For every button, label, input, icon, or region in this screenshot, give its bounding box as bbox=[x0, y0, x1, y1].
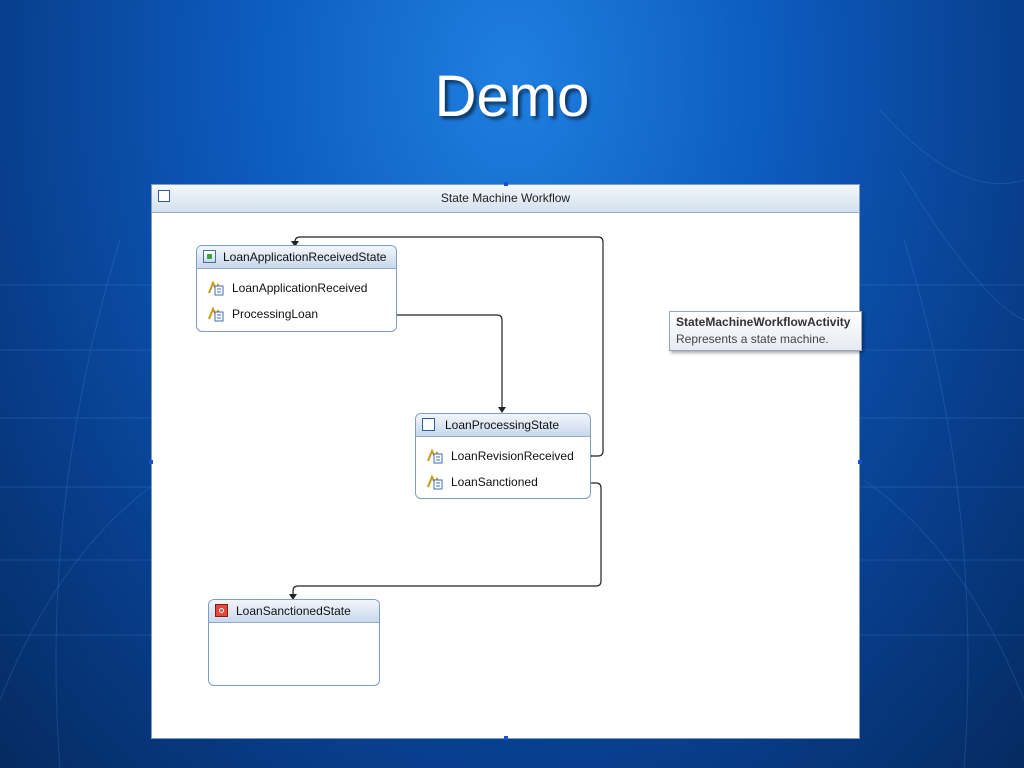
event-driven-icon bbox=[427, 448, 443, 464]
state-loan-processing[interactable]: LoanProcessingState LoanRevisionReceived… bbox=[415, 413, 591, 499]
event-label: LoanRevisionReceived bbox=[451, 449, 574, 463]
state-header: LoanApplicationReceivedState bbox=[197, 246, 396, 269]
activity-tooltip: StateMachineWorkflowActivity Represents … bbox=[669, 311, 862, 351]
tooltip-description: Represents a state machine. bbox=[676, 332, 829, 346]
event-driven-icon bbox=[208, 306, 224, 322]
state-loan-sanctioned[interactable]: LoanSanctionedState bbox=[208, 599, 380, 686]
state-name: LoanSanctionedState bbox=[236, 604, 351, 618]
resize-handle-right[interactable] bbox=[858, 460, 862, 464]
designer-header: State Machine Workflow bbox=[152, 185, 859, 213]
tooltip-title: StateMachineWorkflowActivity bbox=[676, 315, 851, 329]
resize-handle-top[interactable] bbox=[504, 182, 508, 186]
state-icon bbox=[422, 418, 435, 431]
state-name: LoanApplicationReceivedState bbox=[223, 250, 387, 264]
state-machine-icon bbox=[158, 190, 170, 202]
state-header: LoanSanctionedState bbox=[209, 600, 379, 623]
state-header: LoanProcessingState bbox=[416, 414, 590, 437]
event-label: LoanSanctioned bbox=[451, 475, 538, 489]
event-label: LoanApplicationReceived bbox=[232, 281, 368, 295]
event-label: ProcessingLoan bbox=[232, 307, 319, 321]
slide-title: Demo bbox=[434, 64, 590, 129]
event-driven-icon bbox=[208, 280, 224, 296]
resize-handle-bottom[interactable] bbox=[504, 736, 508, 740]
state-loan-application-received[interactable]: LoanApplicationReceivedState LoanApplica… bbox=[196, 245, 397, 332]
initial-state-icon bbox=[203, 250, 216, 263]
event-driven-icon bbox=[427, 474, 443, 490]
completed-state-icon bbox=[215, 604, 228, 617]
resize-handle-left[interactable] bbox=[149, 460, 153, 464]
state-name: LoanProcessingState bbox=[445, 418, 560, 432]
designer-title: State Machine Workflow bbox=[440, 191, 571, 205]
